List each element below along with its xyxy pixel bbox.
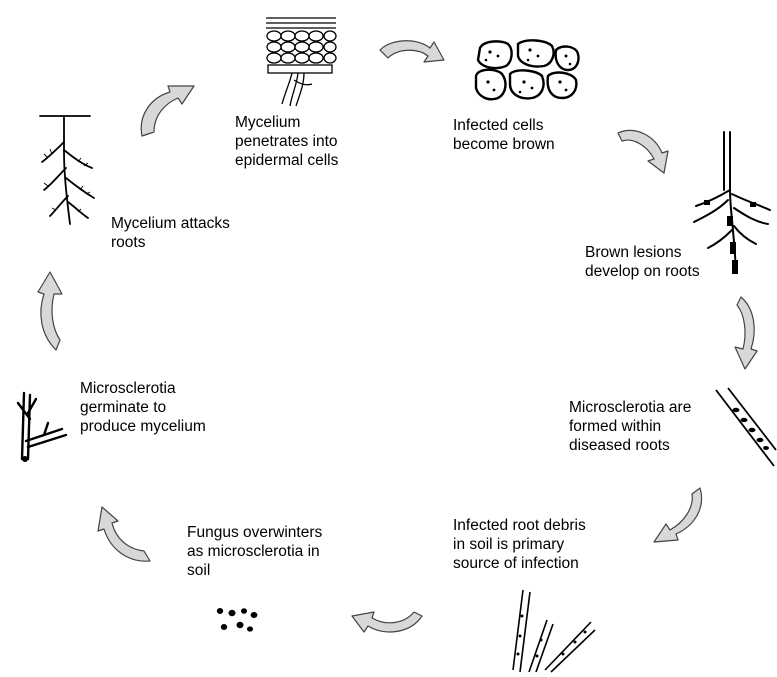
lesioned-root-illustration (693, 131, 771, 274)
stage-label-debris: Infected root debris in soil is primary … (453, 517, 586, 572)
cycle-arrow-5 (351, 611, 423, 633)
brown-cells-illustration (474, 39, 580, 101)
stage-label-attack: Mycelium attacks roots (111, 215, 230, 251)
stage-label-overwinter: Fungus overwinters as microsclerotia in … (187, 524, 323, 579)
cycle-arrow-6 (97, 506, 151, 562)
cycle-arrow-3 (734, 296, 758, 370)
root-with-mycelium-illustration (39, 115, 95, 225)
epidermal-cells-illustration (266, 17, 337, 107)
stage-label-brown: Infected cells become brown (453, 117, 555, 153)
cycle-arrow-2 (617, 129, 669, 174)
stage-label-penetrate: Mycelium penetrates into epidermal cells (235, 114, 339, 169)
stage-label-lesions: Brown lesions develop on roots (585, 244, 700, 280)
stage-label-formed: Microsclerotia are formed within disease… (569, 399, 692, 454)
cycle-arrow-7 (37, 271, 63, 351)
germinating-twig-illustration (16, 391, 68, 462)
cycle-arrow-4 (653, 487, 703, 543)
root-with-microsclerotia-illustration (715, 387, 777, 467)
cycle-arrow-8 (140, 85, 195, 137)
root-debris-illustration (512, 589, 596, 673)
cycle-arrow-1 (379, 40, 445, 63)
stage-label-germinate: Microsclerotia germinate to produce myce… (80, 380, 206, 435)
microsclerotia-dots-illustration (216, 608, 258, 632)
